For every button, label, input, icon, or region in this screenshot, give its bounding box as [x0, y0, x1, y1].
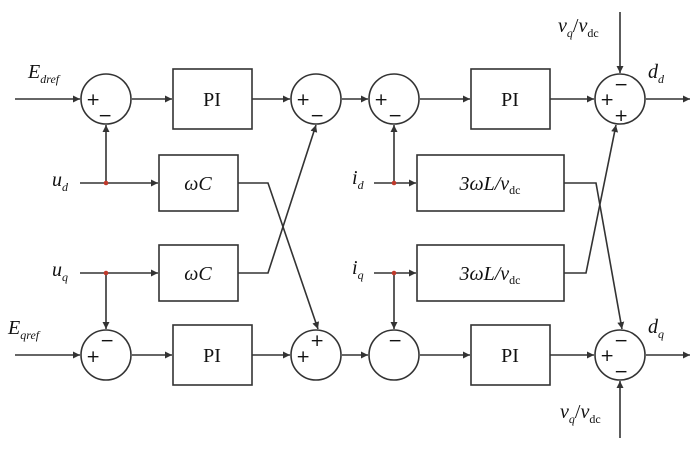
- sign-s8-bottom: −: [614, 362, 628, 382]
- label-iq: iq: [352, 257, 364, 282]
- sum-junction-8: [594, 329, 646, 381]
- L-block-bot: [416, 244, 565, 302]
- label-vq-vdc-bot: vq/vdc: [560, 401, 601, 426]
- sign-s2-bottom: −: [310, 106, 324, 126]
- label-vq-vdc-top: vq/vdc: [558, 15, 599, 40]
- label-eqref: Eqref: [7, 317, 41, 342]
- sum-junction-4: [594, 73, 646, 125]
- sign-s7-top: −: [388, 331, 402, 351]
- pi-block-bot-1: [172, 324, 253, 386]
- L-block-bot-label: 3ωL/vdc: [458, 263, 520, 287]
- L-block-top-label: 3ωL/vdc: [458, 173, 520, 197]
- sign-s4-top: −: [614, 75, 628, 95]
- sign-s6-left: +: [296, 347, 310, 367]
- sign-s8-top: −: [614, 331, 628, 351]
- sum-junction-5: [80, 329, 132, 381]
- pi-block-bot-2: [470, 324, 551, 386]
- sign-s5-top: −: [100, 331, 114, 351]
- junction-id: [391, 180, 397, 186]
- junction-uq: [103, 270, 109, 276]
- sign-s2-left: +: [296, 90, 310, 110]
- sign-s8-left: +: [600, 346, 614, 366]
- sum-junction-1: [80, 73, 132, 125]
- junction-iq: [391, 270, 397, 276]
- wire-wc-bot-cross: [238, 124, 318, 274]
- label-dq: dq: [648, 316, 664, 341]
- pi-block-top-1-label: PI: [203, 89, 221, 111]
- wc-block-bot-label: ωC: [184, 263, 212, 285]
- sign-s5-left: +: [86, 347, 100, 367]
- wc-block-bot: [158, 244, 239, 302]
- wc-block-top: [158, 154, 239, 212]
- label-ud: ud: [52, 169, 69, 194]
- sign-s1-bottom: −: [98, 106, 112, 126]
- sign-s3-bottom: −: [388, 106, 402, 126]
- sum-junction-6: [290, 329, 342, 381]
- sign-s1-left: +: [86, 90, 100, 110]
- pi-block-bot-1-label: PI: [203, 345, 221, 367]
- wc-block-top-label: ωC: [184, 173, 212, 195]
- sum-junction-2: [290, 73, 342, 125]
- pi-block-top-2-label: PI: [501, 89, 519, 111]
- sign-s4-bottom: +: [614, 106, 628, 126]
- sign-s3-left: +: [374, 90, 388, 110]
- pi-block-top-1: [172, 68, 253, 130]
- wire-wc-top-cross: [238, 182, 320, 330]
- L-block-top: [416, 154, 565, 212]
- sign-s6-top: +: [310, 331, 324, 351]
- sum-junction-3: [368, 73, 420, 125]
- label-id: id: [352, 167, 365, 192]
- label-uq: uq: [52, 259, 68, 284]
- wire-L-bot-cross: [564, 124, 619, 274]
- label-edref: Edref: [27, 61, 61, 86]
- sign-s4-left: +: [600, 90, 614, 110]
- pi-block-bot-2-label: PI: [501, 345, 519, 367]
- sum-junction-7: [368, 329, 420, 381]
- wire-L-top-cross: [564, 182, 625, 330]
- pi-block-top-2: [470, 68, 551, 130]
- junction-ud: [103, 180, 109, 186]
- label-dd: dd: [648, 61, 665, 86]
